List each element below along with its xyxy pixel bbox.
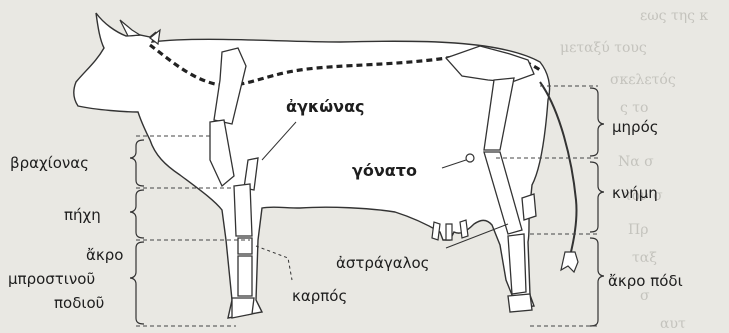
bg-text-5: Να σ [618,154,654,170]
patella [466,154,474,162]
label-knee: γόνατο [352,161,417,180]
radius [234,184,252,236]
bg-text-7: Πρ [628,222,648,238]
calcaneus [522,194,536,220]
label-front-foot-3: ποδιοῦ [54,294,104,312]
metacarpus [238,256,252,296]
left-braces [130,140,144,324]
teat-1 [432,222,440,240]
brace-forearm [130,190,144,238]
bg-text-9: σ [640,288,650,304]
label-carpus: καρπός [292,287,347,305]
label-front-foot-2: μπροστινοῦ [8,270,95,288]
right-braces [590,88,604,326]
brace-front-foot [130,242,144,324]
pointer-carpus [256,246,292,280]
label-talus: ἀστράγαλος [336,254,429,272]
brace-hind-foot [590,238,604,326]
bg-text-8: ταξ [632,250,657,266]
teat-3 [460,220,468,238]
label-shank: κνήμη [612,184,658,202]
brace-upper-arm [130,140,144,186]
front-hoof-bones [232,298,254,318]
label-front-foot-1: ἄκρο [86,246,123,264]
label-elbow: ἀγκώνας [286,97,365,116]
label-upper-arm: βραχίονας [10,154,89,172]
bg-text-2: μεταξύ τους [560,40,647,56]
label-thigh: μηρός [612,118,659,136]
label-hind-foot: ἄκρο πόδι [608,272,683,290]
horn-icon [120,20,140,36]
bg-text-3: σκελετός [610,72,676,88]
hind-hoof-bones [508,294,532,312]
bg-text-10: αυτ [660,316,686,332]
brace-shank [590,162,604,232]
label-forearm: πήχη [64,206,101,224]
brace-thigh [590,88,604,156]
bg-text-1: εως της κ [640,8,708,24]
tail-tuft [561,252,578,272]
bg-text-4: ς το [620,100,648,116]
teat-2 [446,224,452,240]
